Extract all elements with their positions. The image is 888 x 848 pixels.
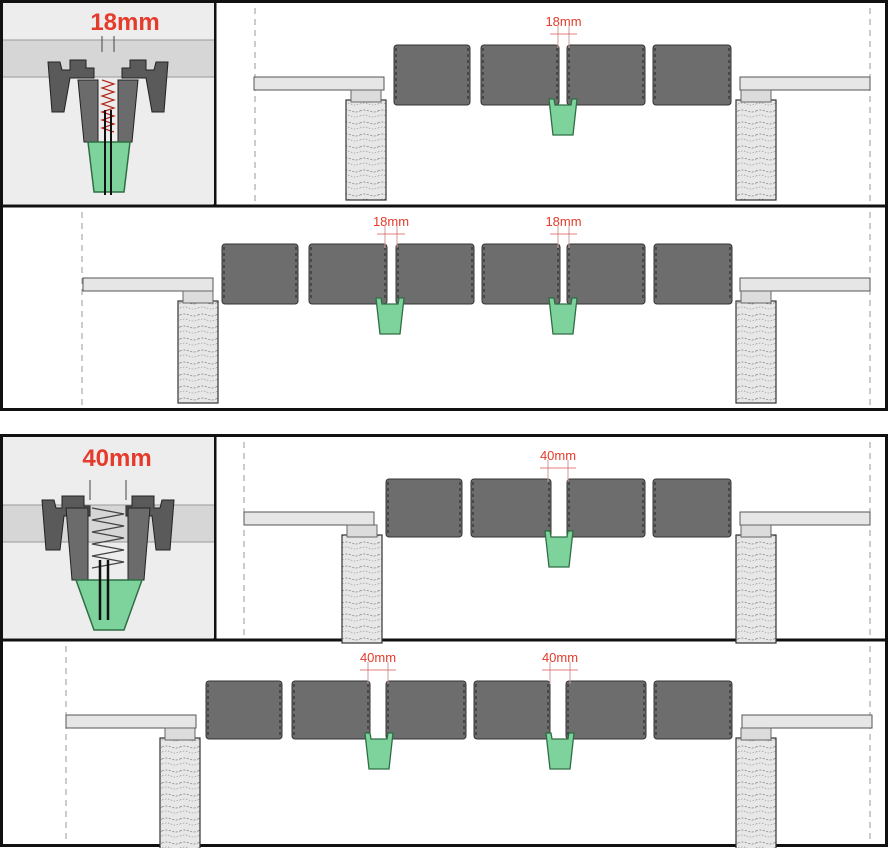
board-panel [480, 44, 560, 106]
detail-dimension-label: 18mm [90, 9, 159, 36]
post-cap [740, 290, 772, 304]
detail-clip-left [47, 59, 95, 113]
gap-dimension-label: 40mm [542, 650, 578, 665]
board-panel [205, 680, 283, 740]
gap-dimension-label: 18mm [373, 214, 409, 229]
detail-rail [3, 40, 214, 77]
board-panel [566, 243, 646, 305]
deck-rail [243, 511, 375, 526]
timber-post [345, 99, 387, 201]
board-panel [565, 680, 647, 740]
board-panel [653, 243, 733, 305]
timber-post [735, 300, 777, 404]
timber-post [735, 534, 777, 644]
deck-rail [82, 277, 214, 292]
board-panel [308, 243, 388, 305]
group-18mm: 18mm 18mm 18mm 18mm [0, 0, 888, 411]
board-panel [385, 478, 463, 538]
row-40mm-single: 40mm [243, 442, 871, 644]
timber-post [177, 300, 219, 404]
timber-post [735, 99, 777, 201]
timber-post [735, 737, 777, 848]
detail-panel-18mm: 18mm [3, 3, 214, 204]
deck-rail [739, 76, 871, 91]
post-cap [740, 727, 772, 741]
detail-clip-right [121, 59, 169, 113]
post-cap [350, 89, 382, 103]
gap-dimension-label: 18mm [545, 14, 581, 29]
deck-rail [253, 76, 385, 91]
post-cap [182, 290, 214, 304]
deck-rail [739, 277, 871, 292]
detail-dimension-label: 40mm [82, 445, 151, 472]
board-panel [393, 44, 471, 106]
board-panel [473, 680, 551, 740]
board-panel [221, 243, 299, 305]
detail-seal [87, 141, 131, 193]
timber-post [341, 534, 383, 644]
board-panel [653, 680, 733, 740]
timber-post [159, 737, 201, 848]
board-panel [470, 478, 552, 538]
deck-rail [65, 714, 197, 729]
board-panel [385, 680, 467, 740]
board-panel [291, 680, 371, 740]
group-40mm: 40mm 40mm 40mm 40mm [0, 434, 888, 848]
post-cap [164, 727, 196, 741]
seal-profile [548, 297, 578, 335]
board-panel [566, 44, 646, 106]
gap-dimension-label: 18mm [545, 214, 581, 229]
gap-dimension-label: 40mm [540, 448, 576, 463]
post-cap [740, 524, 772, 538]
seal-profile [364, 732, 394, 770]
deck-rail [739, 511, 871, 526]
detail-panel-40mm: 40mm [3, 437, 214, 638]
row-18mm-single: 18mm [253, 8, 871, 204]
deck-rail [741, 714, 873, 729]
post-cap [346, 524, 378, 538]
post-cap [740, 89, 772, 103]
gap-dimension-label: 40mm [360, 650, 396, 665]
board-panel [395, 243, 475, 305]
row-40mm-double: 40mm 40mm [65, 646, 873, 848]
seal-profile [548, 98, 578, 136]
board-panel [566, 478, 646, 538]
seal-profile [545, 732, 575, 770]
seal-profile [544, 530, 574, 568]
detail-spring [91, 507, 125, 569]
board-panel [652, 44, 732, 106]
row-18mm-double: 18mm 18mm [81, 212, 871, 408]
board-panel [481, 243, 561, 305]
board-panel [652, 478, 732, 538]
seal-profile [375, 297, 405, 335]
